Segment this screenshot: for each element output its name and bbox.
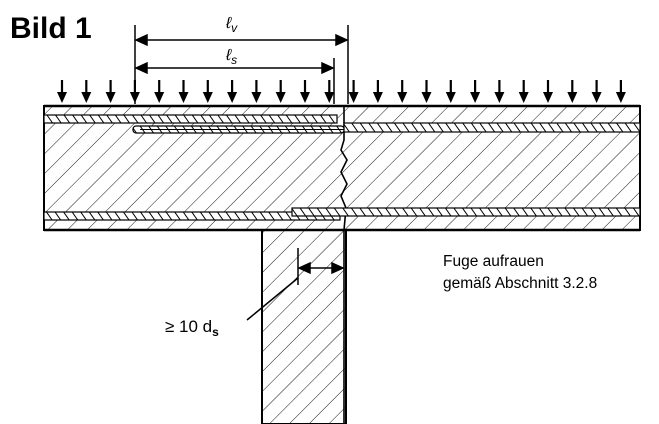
load-arrow (543, 80, 553, 103)
load-arrow (129, 80, 140, 103)
load-arrow (348, 80, 359, 103)
load-arrow (567, 80, 578, 103)
load-arrow (202, 80, 213, 103)
distributed-load-arrows (57, 80, 626, 103)
load-arrow (227, 80, 238, 103)
load-arrow (494, 80, 505, 103)
label-min-distance: ≥ 10 ds (165, 317, 219, 339)
joint-note-line1: Fuge aufrauen (443, 253, 544, 270)
construction-joint (340, 106, 348, 424)
load-arrow (445, 80, 456, 103)
load-arrow (154, 80, 165, 103)
load-arrow (470, 80, 481, 103)
top-rebar-left (43, 114, 338, 124)
load-arrow (421, 80, 432, 103)
load-arrow (57, 80, 67, 103)
load-arrow (178, 80, 189, 103)
load-arrow (324, 80, 335, 103)
load-arrow (397, 80, 408, 103)
bottom-rebar-right (291, 207, 641, 217)
load-arrow (591, 80, 602, 103)
load-arrow (105, 80, 116, 103)
figure-title: Bild 1 (10, 12, 92, 45)
load-arrow (615, 80, 626, 103)
load-arrow (518, 80, 529, 103)
concrete-column (261, 229, 347, 424)
dimension-lv (134, 25, 349, 104)
load-arrow (300, 80, 310, 103)
dimension-ls (134, 58, 335, 104)
load-arrow (81, 80, 92, 103)
load-arrow (251, 80, 262, 103)
joint-note-line2: gemäß Abschnitt 3.2.8 (443, 275, 597, 292)
label-lv: ℓv (225, 15, 238, 35)
top-rebar-right (343, 122, 641, 133)
dimension-min-distance (246, 248, 345, 321)
load-arrow (372, 80, 383, 103)
load-arrow (275, 80, 286, 103)
label-ls: ℓs (225, 47, 237, 67)
